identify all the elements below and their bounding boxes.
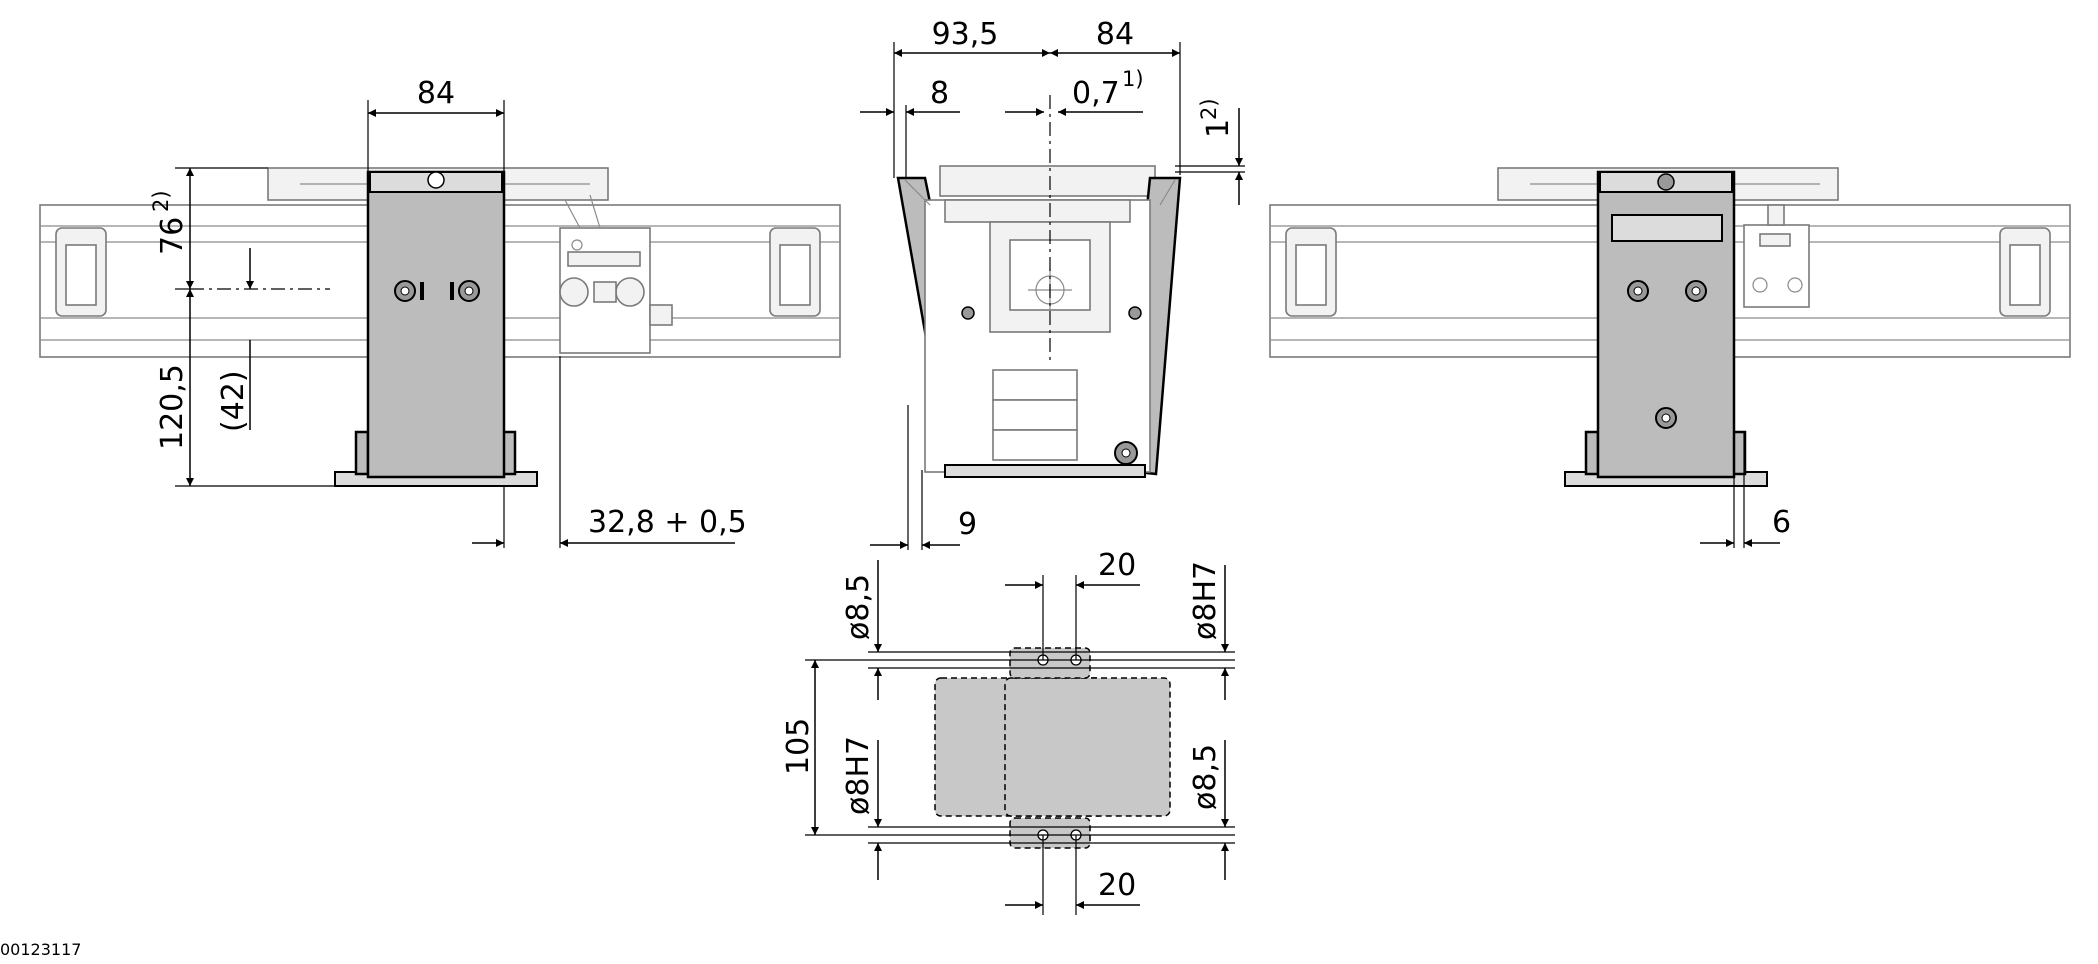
dim-center-tolerance-note: 1): [1122, 67, 1144, 91]
dim-left-offset: 32,8 + 0,5: [588, 505, 747, 540]
dim-bottom-height: 105: [781, 718, 816, 775]
dim-center-right-width: 84: [1096, 17, 1134, 52]
center-view: 93,5 84 8 0,7 1) 1 2) 9: [860, 17, 1245, 550]
right-sensor-module: [1743, 204, 1810, 308]
dim-right-foot: 6: [1772, 505, 1791, 540]
left-sensor-module: [559, 194, 673, 354]
drawing-number: 00123117: [0, 940, 82, 959]
dim-center-foot: 9: [958, 507, 977, 542]
dim-dia-bottom-left: ø8H7: [841, 736, 876, 815]
dim-spacing-top: 20: [1098, 548, 1136, 583]
dim-center-edge: 8: [930, 76, 949, 111]
dim-center-tolerance: 0,7: [1072, 76, 1120, 111]
dim-dia-top-left: ø8,5: [841, 574, 876, 640]
dim-left-width: 84: [417, 76, 455, 111]
dim-left-ref: (42): [216, 370, 251, 432]
dim-dia-bottom-right: ø8,5: [1188, 744, 1223, 810]
left-housing: [366, 170, 506, 479]
dim-left-height-note: 2): [149, 190, 173, 212]
left-view: 84 76 2) 120,5 (42) 32,8 + 0,5: [39, 76, 841, 548]
dim-center-vertical-note: 2): [1197, 98, 1221, 120]
dim-spacing-bottom: 20: [1098, 868, 1136, 903]
right-rail-clip: [1999, 227, 2051, 317]
dim-center-vertical: 1: [1201, 119, 1236, 138]
dim-left-height: 76: [155, 217, 190, 255]
left-rail-clip: [769, 227, 821, 317]
dim-center-left-width: 93,5: [932, 17, 999, 52]
right-rail-clip: [1285, 227, 1337, 317]
hole-pattern-view: 105 ø8,5 ø8H7 ø8H7 ø8,5 20 20: [781, 548, 1235, 915]
dim-dia-top-right: ø8H7: [1188, 561, 1223, 640]
dim-left-lower: 120,5: [155, 364, 190, 450]
footprint-outline: [1004, 677, 1171, 817]
right-view: 6: [1269, 167, 2071, 548]
left-rail-clip: [55, 227, 107, 317]
